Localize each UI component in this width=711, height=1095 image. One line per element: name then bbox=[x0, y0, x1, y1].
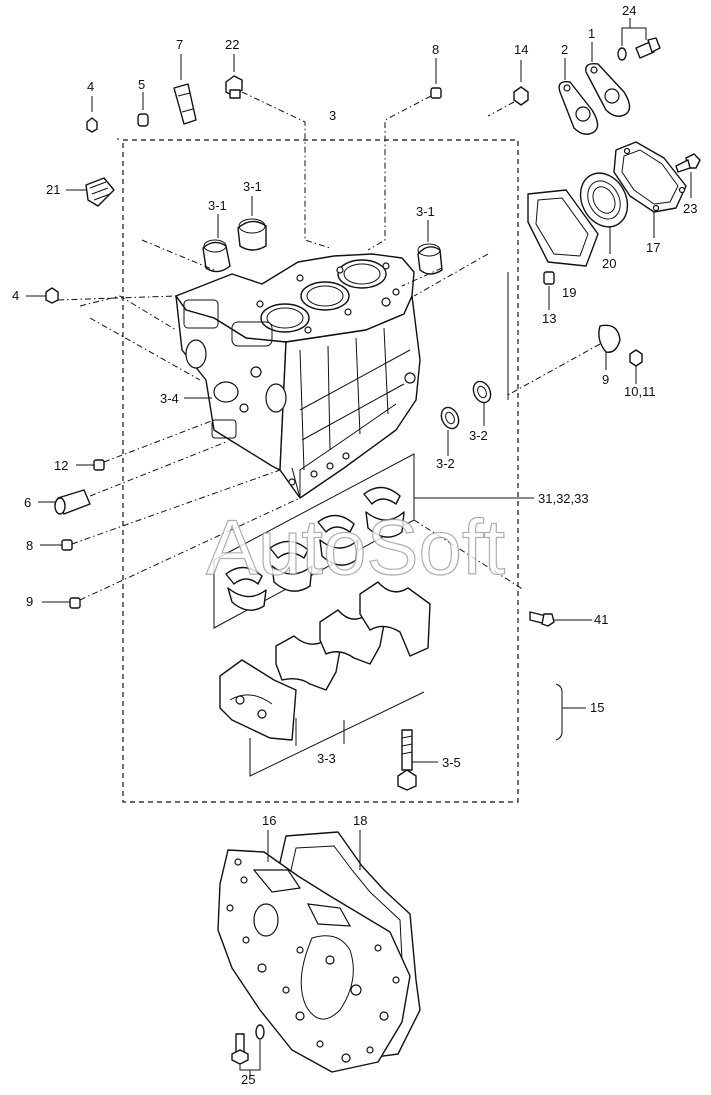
part-3-2-seal-b bbox=[472, 380, 492, 426]
part-9-plug-disk bbox=[505, 324, 621, 397]
part-5-pin bbox=[137, 92, 149, 127]
label-21: 21 bbox=[46, 182, 60, 197]
label-10-11: 10,11 bbox=[624, 384, 656, 399]
part-25-bolt-washer bbox=[231, 1024, 265, 1078]
label-3-3: 3-3 bbox=[317, 751, 336, 766]
label-31-32-33: 31,32,33 bbox=[538, 491, 589, 506]
label-25: 25 bbox=[241, 1072, 255, 1087]
label-41: 41 bbox=[594, 612, 608, 627]
label-4-top: 4 bbox=[87, 79, 94, 94]
label-19: 19 bbox=[562, 285, 576, 300]
bracket-15 bbox=[555, 683, 586, 741]
part-17-cover bbox=[613, 141, 687, 238]
label-3-1-c: 3-1 bbox=[416, 204, 435, 219]
part-4-plug-left bbox=[26, 287, 177, 304]
part-3-2-seal-a bbox=[440, 406, 460, 456]
part-10-11-nut bbox=[629, 349, 643, 384]
main-bearing-set bbox=[213, 453, 534, 629]
label-9-left: 9 bbox=[26, 594, 33, 609]
part-23-bolt bbox=[675, 153, 701, 198]
part-2-gasket bbox=[558, 58, 599, 135]
label-16: 16 bbox=[262, 813, 276, 828]
cylinder-block bbox=[175, 253, 421, 499]
label-9-right: 9 bbox=[602, 372, 609, 387]
label-12: 12 bbox=[54, 458, 68, 473]
label-17: 17 bbox=[646, 240, 660, 255]
part-3-1-plug-c bbox=[417, 220, 443, 275]
label-23: 23 bbox=[683, 201, 697, 216]
part-6-sleeve bbox=[38, 441, 227, 515]
label-3: 3 bbox=[329, 108, 336, 123]
label-3-2-b: 3-2 bbox=[469, 428, 488, 443]
part-7-guide-sleeve bbox=[173, 54, 197, 125]
label-22: 22 bbox=[225, 37, 239, 52]
callout-labels: 1 2 24 14 8 22 7 5 4 3 21 3-1 3-1 3-1 23… bbox=[12, 3, 697, 1087]
part-19-13-pin bbox=[543, 271, 555, 310]
label-3-1-a: 3-1 bbox=[243, 179, 262, 194]
label-1: 1 bbox=[588, 26, 595, 41]
label-3-1-b: 3-1 bbox=[208, 198, 227, 213]
label-3-2-a: 3-2 bbox=[436, 456, 455, 471]
part-1-cover-plate bbox=[585, 42, 631, 117]
watermark: AutoSoft bbox=[206, 503, 506, 591]
label-4-left: 4 bbox=[12, 288, 19, 303]
part-3-5-stud bbox=[397, 729, 438, 791]
part-24-bolt-washer bbox=[617, 18, 661, 61]
part-4-plug-top bbox=[86, 96, 98, 133]
part-3-1-plug-b bbox=[237, 196, 267, 251]
assembly-3-boundary bbox=[122, 139, 519, 803]
label-8-top: 8 bbox=[432, 42, 439, 57]
label-15: 15 bbox=[590, 700, 604, 715]
label-8-left: 8 bbox=[26, 538, 33, 553]
part-8-pin-left bbox=[40, 469, 281, 551]
gasket-front-cover bbox=[527, 189, 599, 267]
label-6: 6 bbox=[24, 495, 31, 510]
label-18: 18 bbox=[353, 813, 367, 828]
label-3-5: 3-5 bbox=[442, 755, 461, 770]
part-20-oil-seal bbox=[579, 172, 629, 254]
part-9-pin-left bbox=[42, 497, 301, 609]
label-5: 5 bbox=[138, 77, 145, 92]
part-21-spring-plug bbox=[66, 177, 115, 207]
label-14: 14 bbox=[514, 42, 528, 57]
part-41-bolt bbox=[529, 611, 592, 627]
label-13: 13 bbox=[542, 311, 556, 326]
part-8-pin-top bbox=[367, 58, 442, 251]
label-24: 24 bbox=[622, 3, 636, 18]
part-22-plug-screw bbox=[225, 54, 331, 249]
label-7: 7 bbox=[176, 37, 183, 52]
label-3-4: 3-4 bbox=[160, 391, 179, 406]
label-20: 20 bbox=[602, 256, 616, 271]
part-3-1-plug-a bbox=[202, 239, 231, 273]
bearing-caps-3-3 bbox=[219, 581, 431, 777]
part-14-plug bbox=[487, 60, 529, 117]
label-2: 2 bbox=[561, 42, 568, 57]
part-16-plate bbox=[217, 849, 411, 1073]
part-12-pin bbox=[76, 419, 215, 471]
